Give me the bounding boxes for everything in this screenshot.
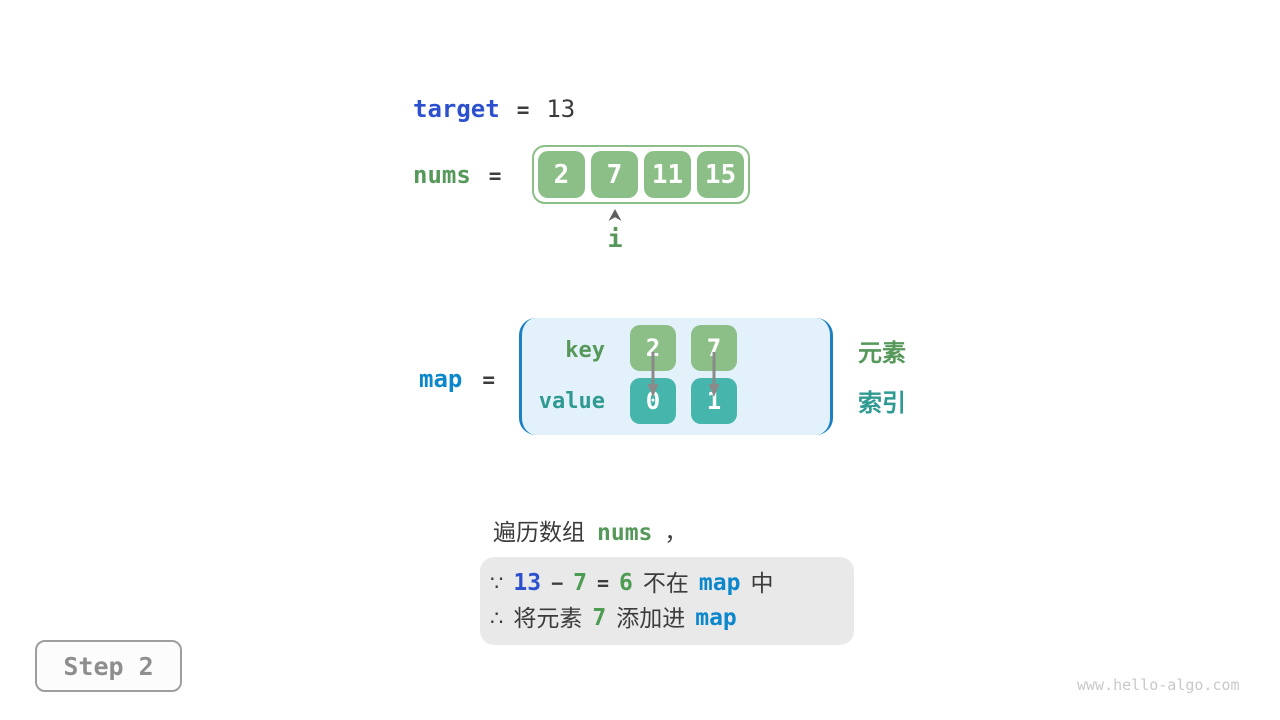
array-cell-1: 7 (591, 151, 638, 198)
map-equals-sign: = (482, 368, 496, 392)
reasoning-box: ∵ 13 − 7 = 6 不在 map 中 ∴ 将元素 7 添加进 map (480, 557, 854, 645)
map-value-cell-0: 0 (630, 378, 676, 424)
in-suffix-text: 中 (750, 570, 774, 596)
up-caret-icon (608, 209, 622, 221)
therefore-line: ∴ 将元素 7 添加进 map (490, 605, 854, 632)
watermark: www.hello-algo.com (1077, 676, 1240, 694)
target-equals-sign: = (516, 98, 530, 122)
target-value: 13 (546, 95, 576, 123)
element-token: 7 (592, 605, 607, 631)
caption-nums-token: nums (597, 520, 653, 546)
map-keyword: map (419, 365, 463, 393)
add-element-text: 将元素 (513, 605, 583, 631)
map-key-row-label: key (565, 338, 605, 363)
key-to-value-arrow-0 (647, 352, 659, 397)
caption: 遍历数组 nums ， (493, 513, 687, 547)
add-into-text: 添加进 (616, 605, 686, 631)
map-assignment: map = (419, 364, 495, 395)
map-token-line2: map (695, 605, 737, 631)
index-side-label: 索引 (858, 390, 906, 417)
because-line: ∵ 13 − 7 = 6 不在 map 中 (490, 570, 854, 597)
caption-prefix: 遍历数组 (493, 519, 585, 545)
array-cell-2: 11 (644, 151, 691, 198)
target-keyword: target (413, 95, 500, 123)
key-to-value-arrow-1 (708, 352, 720, 397)
nums-keyword: nums (413, 161, 471, 189)
map-token-line1: map (698, 570, 741, 596)
step-badge: Step 2 (35, 640, 182, 692)
nums-assignment: nums = (413, 160, 501, 191)
nums-equals-sign: = (488, 164, 502, 188)
array-cell-3: 15 (697, 151, 744, 198)
difference-token: 6 (619, 570, 633, 596)
index-pointer: i (599, 209, 631, 252)
map-box: key value 2 7 0 1 (519, 318, 833, 435)
equals-sign: = (596, 571, 610, 595)
not-in-text: 不在 (642, 570, 689, 596)
target-assignment: target = 13 (413, 94, 575, 125)
caption-comma: ， (664, 519, 688, 545)
minus-sign: − (551, 571, 564, 595)
array-cell-0: 2 (538, 151, 585, 198)
element-side-label: 元素 (858, 340, 906, 367)
therefore-symbol: ∴ (490, 607, 504, 630)
map-value-cell-1: 1 (691, 378, 737, 424)
subtrahend-token: 7 (573, 570, 587, 596)
minuend-token: 13 (513, 570, 542, 596)
index-pointer-label: i (607, 224, 623, 253)
map-value-row-label: value (538, 389, 605, 414)
nums-array-box: 2 7 11 15 (532, 145, 750, 204)
because-symbol: ∵ (490, 572, 504, 595)
